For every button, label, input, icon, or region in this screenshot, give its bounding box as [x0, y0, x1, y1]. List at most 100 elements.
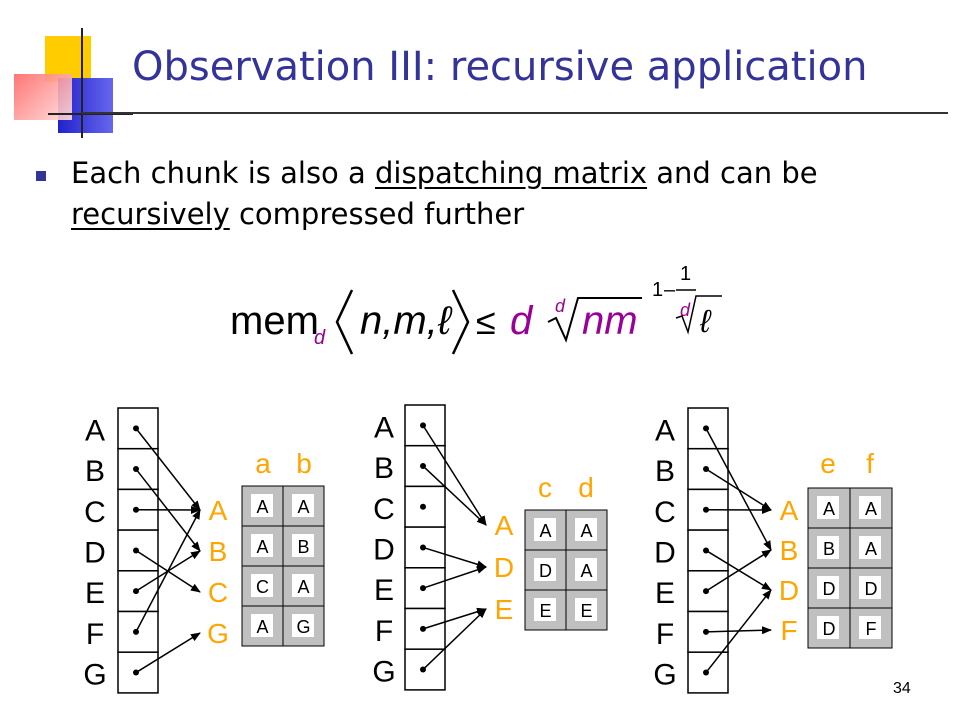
row-label: C	[373, 493, 395, 526]
column-header: a	[255, 448, 271, 479]
column-header: d	[578, 472, 594, 503]
table-cell-value: A	[297, 577, 309, 597]
row-label: D	[84, 536, 106, 569]
selected-label: A	[495, 510, 514, 541]
row-label: D	[373, 533, 395, 566]
table-cell-value: E	[539, 601, 551, 621]
underlined-term-recursively: recursively	[71, 197, 230, 231]
mapping-arrow	[422, 566, 487, 589]
row-cell	[117, 651, 159, 694]
mapping-arrow	[705, 589, 772, 674]
mapping-arrow	[135, 632, 201, 674]
mapping-arrow	[422, 607, 487, 630]
selected-label: A	[209, 495, 228, 526]
table-cell-inner	[534, 518, 556, 541]
selected-label: F	[780, 615, 797, 646]
row-label: B	[655, 455, 675, 488]
slide-title: Observation III: recursive application	[132, 44, 868, 90]
row-label: C	[654, 496, 676, 529]
table-cell-inner	[575, 558, 597, 581]
table-cell-inner	[251, 574, 273, 597]
selected-label: E	[495, 594, 514, 625]
mapping-arrow	[705, 549, 772, 592]
table-cell-inner	[859, 576, 881, 599]
table-cell-value: E	[580, 601, 592, 621]
column-header: c	[538, 472, 552, 503]
table-cell-inner	[859, 536, 881, 559]
selected-label: C	[208, 577, 228, 608]
table-cell-inner	[534, 598, 556, 621]
table-cell-value: A	[256, 617, 268, 637]
table-cell-value: A	[580, 521, 592, 541]
row-label: F	[375, 615, 393, 648]
mapping-arrow	[422, 424, 487, 526]
table-cell-inner	[292, 574, 314, 597]
selected-label: B	[209, 536, 228, 567]
table-cell-inner	[817, 616, 839, 639]
row-label: E	[85, 577, 105, 610]
table-cell-value: A	[256, 537, 268, 557]
row-label: A	[85, 414, 105, 447]
table-cell-value: B	[823, 539, 835, 559]
row-label: G	[653, 659, 676, 692]
mapping-arrow	[135, 509, 201, 633]
selected-label: B	[780, 535, 799, 566]
table-cell-inner	[534, 558, 556, 581]
selected-label: A	[780, 495, 799, 526]
table-cell-inner	[817, 576, 839, 599]
table-cell-inner	[251, 614, 273, 637]
selected-label: D	[494, 552, 514, 583]
row-label: G	[83, 659, 106, 692]
logo-vertical-line	[81, 28, 83, 138]
underlined-term-dispatching-matrix: dispatching matrix	[375, 156, 648, 190]
table-cell-inner	[575, 518, 597, 541]
slide-number: 34	[893, 680, 911, 697]
row-label: A	[374, 411, 394, 444]
table-cell-inner	[251, 534, 273, 557]
table-cell-value: F	[866, 619, 877, 639]
mapping-arrow	[422, 546, 487, 569]
column-header: f	[866, 448, 874, 479]
table-cell-inner	[859, 616, 881, 639]
bullet-text-part: Each chunk is also a	[71, 156, 376, 190]
row-label: A	[655, 414, 675, 447]
bullet-text: Each chunk is also a dispatching matrix …	[71, 153, 931, 235]
table-cell-value: A	[580, 561, 592, 581]
corner-logo	[0, 0, 140, 140]
column-header: b	[296, 448, 312, 479]
row-label: E	[655, 577, 675, 610]
table-cell-value: G	[296, 617, 310, 637]
row-cell	[117, 447, 159, 491]
table-cell-value: A	[865, 499, 877, 519]
bullet-text-part: and can be	[647, 156, 818, 190]
table-cell-value: B	[297, 537, 309, 557]
table-cell-inner	[817, 536, 839, 559]
mapping-arrow	[705, 468, 772, 511]
row-label: B	[85, 455, 105, 488]
logo-horizontal-line	[48, 113, 133, 115]
table-cell-value: D	[865, 579, 878, 599]
table-cell-value: A	[256, 497, 268, 517]
row-label: G	[372, 656, 395, 689]
bullet-text-part: compressed further	[229, 197, 525, 231]
row-label: B	[374, 452, 394, 485]
row-dot	[420, 503, 426, 510]
mapping-arrow	[422, 465, 487, 526]
table-cell-value: A	[297, 497, 309, 517]
table-cell-inner	[292, 494, 314, 517]
mapping-arrow	[135, 427, 201, 511]
selected-label: G	[207, 618, 229, 649]
row-label: F	[656, 618, 674, 651]
column-header: e	[820, 448, 836, 479]
row-label: F	[86, 618, 104, 651]
table-cell-value: D	[823, 619, 836, 639]
table-cell-value: D	[823, 579, 836, 599]
table-cell-inner	[817, 496, 839, 519]
table-cell-inner	[859, 496, 881, 519]
logo-red-square	[14, 74, 72, 120]
title-rule	[82, 112, 948, 114]
row-label: C	[84, 496, 106, 529]
bullet-icon	[36, 171, 46, 181]
table-cell-inner	[292, 534, 314, 557]
